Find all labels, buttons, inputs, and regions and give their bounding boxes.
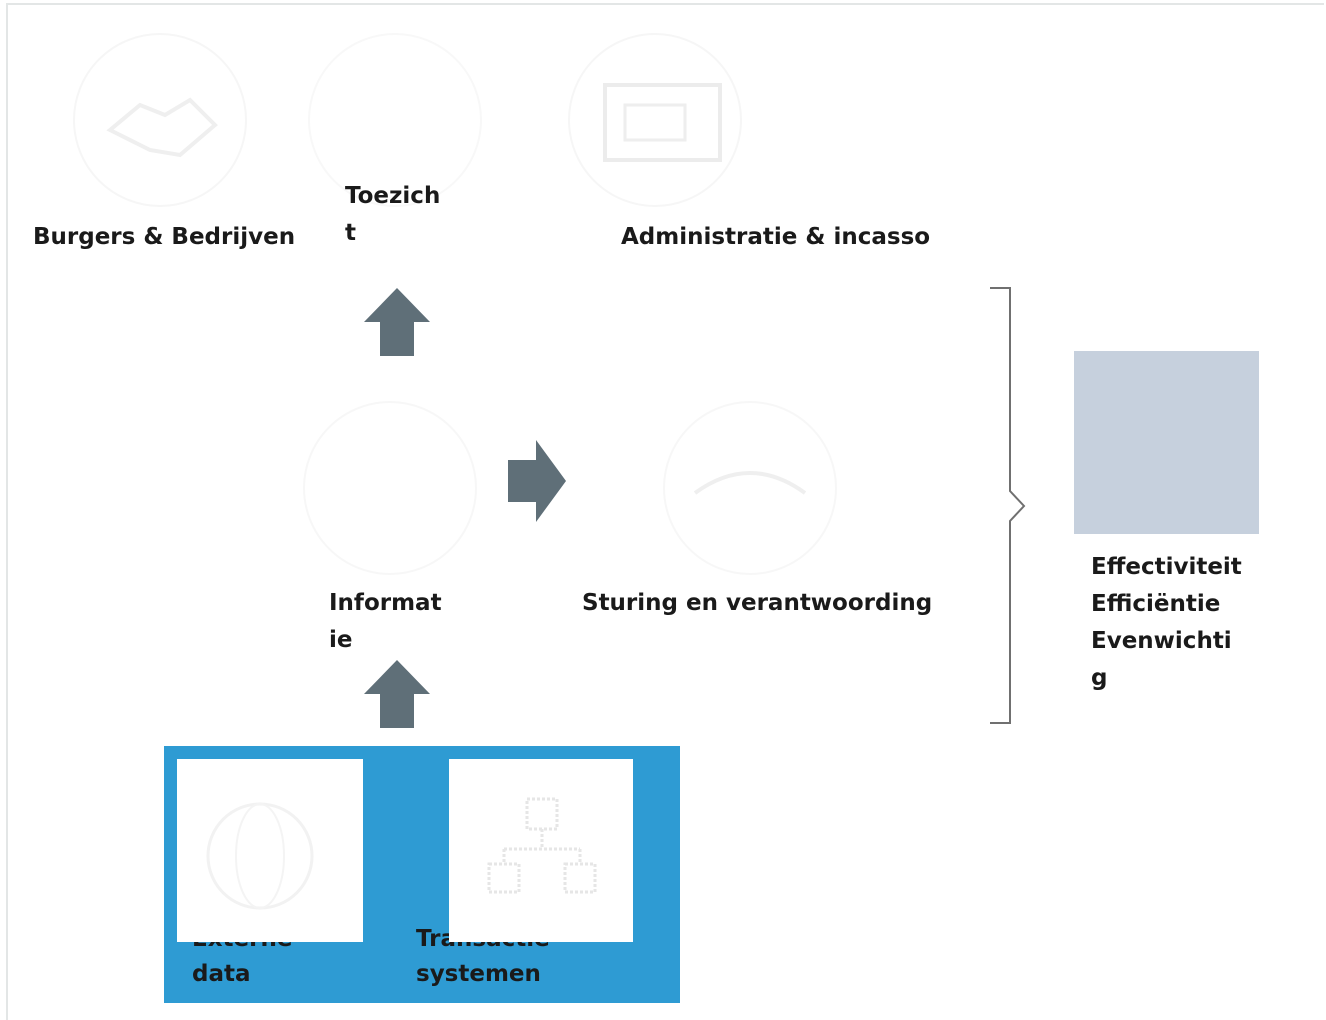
monitor-icon <box>308 33 482 207</box>
externe-data-card <box>177 759 363 942</box>
sturing-verantwoording-label: Sturing en verantwoording <box>582 590 933 616</box>
transactie-systemen-label-bottom: systemen <box>416 961 541 987</box>
efficientie-label: Efficiëntie <box>1091 591 1221 617</box>
globe-icon <box>206 802 314 910</box>
administratie-incasso-label: Administratie & incasso <box>621 224 931 250</box>
arrow-right-icon <box>508 440 566 522</box>
evenwichtig-label: Evenwichtig <box>1091 628 1232 691</box>
slide-frame <box>6 3 1324 1020</box>
arrow-up-icon <box>364 288 430 356</box>
transactie-systemen-card <box>449 759 633 942</box>
result-image <box>1074 351 1259 534</box>
hierarchy-icon <box>487 797 597 894</box>
chart-icon <box>663 401 837 575</box>
hand-icon <box>303 401 477 575</box>
burgers-bedrijven-label: Burgers & Bedrijven <box>33 224 296 250</box>
informatie-label: Informatie <box>329 590 442 653</box>
handshake-icon <box>73 33 247 207</box>
right-brace <box>990 287 1026 724</box>
computer-icon <box>568 33 742 207</box>
effectiviteit-label: Effectiviteit <box>1091 554 1242 580</box>
toezicht-label: Toezicht <box>345 183 441 246</box>
externe-data-label-bottom: data <box>192 961 251 987</box>
arrow-up-icon <box>364 660 430 728</box>
